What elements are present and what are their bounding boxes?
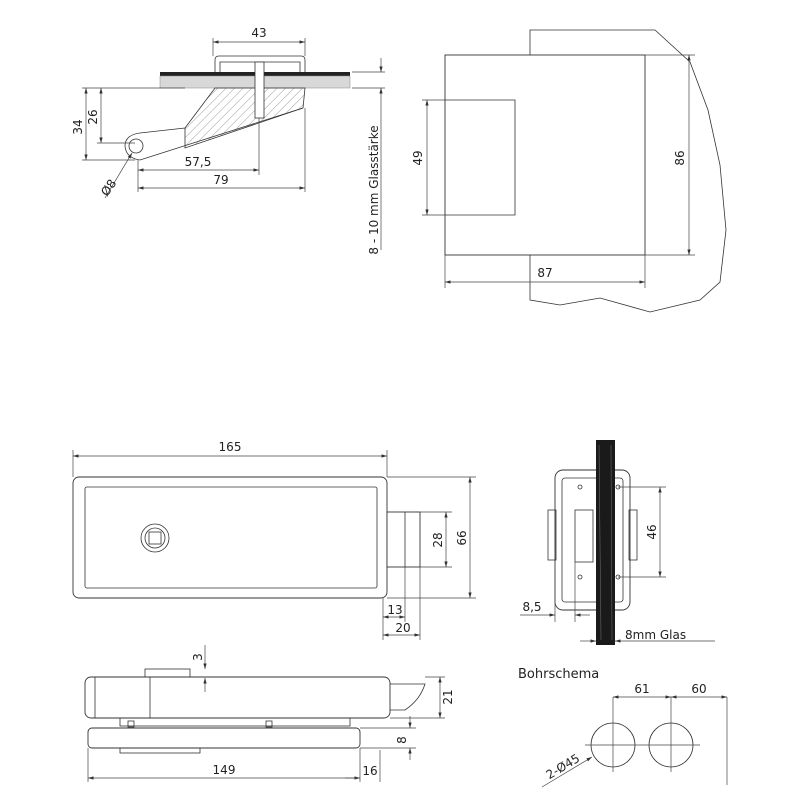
lock-body	[72, 476, 388, 599]
dim-13: 13	[387, 603, 402, 617]
dim-34: 34	[71, 119, 85, 134]
hinge-lug	[124, 107, 304, 161]
dim-66: 66	[455, 530, 469, 545]
lock-side-body	[554, 469, 631, 611]
lock-side-view: 46 8,5 8mm Glas	[520, 440, 715, 645]
glass-label: 8mm Glas	[625, 628, 686, 642]
glass-thickness-note: 8 - 10 mm Glasstärke	[367, 125, 381, 254]
lock-bottom-view: 3 21 8 149 16	[84, 645, 455, 782]
lock-bolt	[386, 511, 421, 568]
hinge-section-view: 43 34 26 Ø8 57,5 79 8 - 10 mm Glasstärke	[71, 26, 385, 255]
door-front-view: 49 86 87	[411, 29, 727, 313]
lock-bottom-body	[84, 676, 391, 719]
bolt-bevel	[390, 683, 426, 711]
dim-149: 149	[213, 763, 236, 777]
cylinder-knob	[140, 523, 170, 553]
dim-16: 16	[362, 764, 377, 778]
dim-26: 26	[86, 109, 100, 124]
screw	[254, 61, 265, 119]
frame-outline	[529, 29, 727, 313]
dim-87: 87	[537, 266, 552, 280]
dim-20: 20	[395, 621, 410, 635]
hatched-body	[184, 87, 306, 149]
pivot-hole	[128, 138, 144, 154]
clamp-cap	[214, 55, 306, 72]
dim-46: 46	[645, 524, 659, 539]
drilling-scheme: Bohrschema 61 60 2-Ø45	[518, 667, 728, 788]
dim-86: 86	[673, 150, 687, 165]
lock-body-outline	[444, 54, 646, 256]
dim-49: 49	[411, 150, 425, 165]
drilling-title: Bohrschema	[518, 667, 599, 682]
dim-165: 165	[219, 440, 242, 454]
dim-8-5: 8,5	[522, 600, 541, 614]
dim-57-5: 57,5	[185, 155, 212, 169]
dim-43: 43	[251, 26, 266, 40]
dim-79: 79	[213, 173, 228, 187]
dim-61: 61	[634, 682, 649, 696]
dim-28: 28	[431, 532, 445, 547]
base-plate	[87, 727, 361, 749]
dim-8: 8	[395, 736, 409, 744]
lock-front-view: 165 28 66 13 20	[72, 440, 476, 640]
dim-60: 60	[691, 682, 706, 696]
dim-3: 3	[191, 653, 205, 661]
dim-2-holes-45: 2-Ø45	[544, 751, 583, 782]
dim-21: 21	[441, 689, 455, 704]
